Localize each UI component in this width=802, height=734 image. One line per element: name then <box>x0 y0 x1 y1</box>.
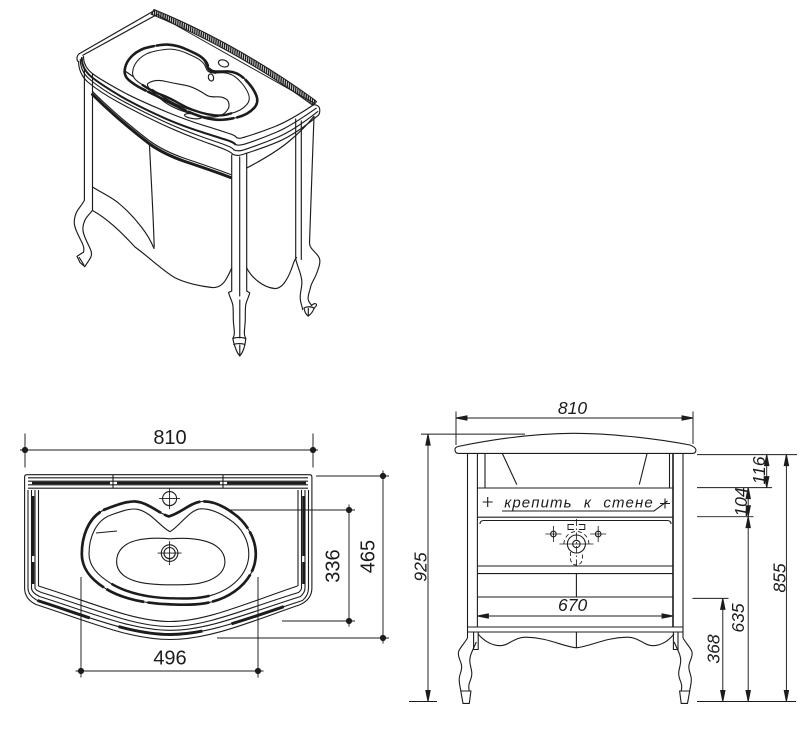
svg-text:810: 810 <box>558 398 587 418</box>
svg-text:635: 635 <box>728 603 748 632</box>
svg-text:336: 336 <box>323 549 345 582</box>
svg-text:465: 465 <box>358 540 380 573</box>
svg-text:810: 810 <box>153 427 186 449</box>
svg-text:925: 925 <box>411 552 431 581</box>
svg-text:670: 670 <box>558 595 587 615</box>
svg-text:крепить к стене: крепить к стене <box>504 495 654 512</box>
svg-text:116: 116 <box>749 456 769 484</box>
svg-text:368: 368 <box>704 634 724 663</box>
svg-text:104: 104 <box>731 487 751 516</box>
svg-text:855: 855 <box>770 563 790 592</box>
svg-text:496: 496 <box>153 648 186 670</box>
